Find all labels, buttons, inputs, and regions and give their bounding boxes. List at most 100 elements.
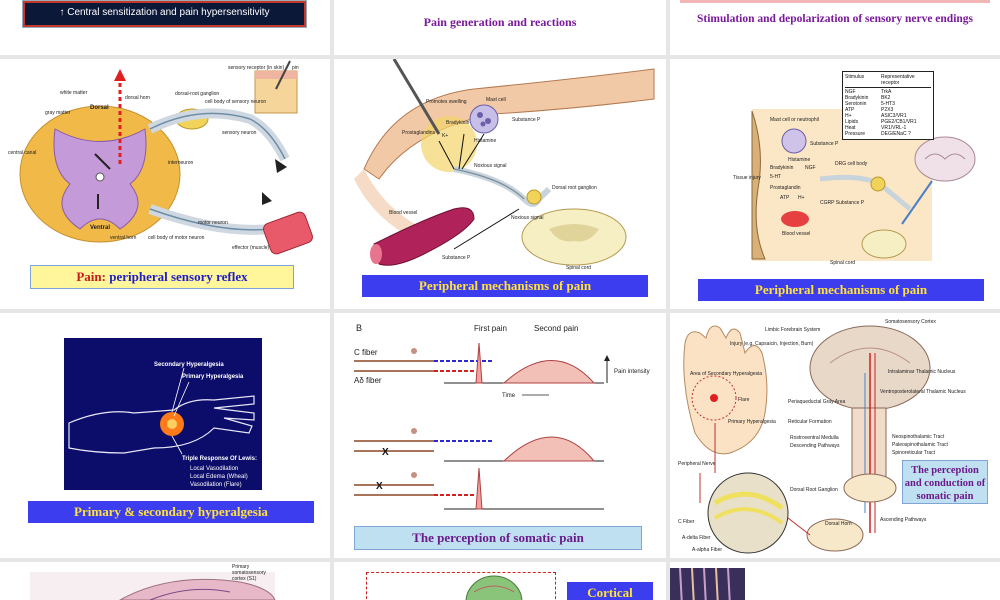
table-row: Pressure DEG/ENaC ? (845, 131, 931, 137)
label-spinal-cord: Spinal cord (566, 265, 591, 271)
label-descending: Descending Pathways (790, 443, 840, 449)
label-primary: Primary Hyperalgesia (728, 419, 776, 425)
cell-stimulus: Lipids (845, 119, 859, 125)
label-prostaglandins: Prostaglandins (402, 130, 436, 136)
label-rostroventral: Rostroventral Medulla (790, 435, 839, 441)
cell-stimulus: Pressure (845, 131, 866, 137)
label-prostaglandin: Prostaglandin (770, 185, 801, 191)
label-c-fiber: C fiber (354, 348, 378, 357)
label-drg-cell-body: DRG cell body (835, 161, 868, 167)
slide-tile-stimulation[interactable]: Stimulation and depolarization of sensor… (670, 0, 1000, 55)
label-substance-p: Substance P (810, 141, 839, 147)
label-cgrp: CGRP Substance P (820, 200, 865, 206)
slide-tile-central-sensitization[interactable]: ↑ Central sensitization and pain hyperse… (0, 0, 330, 55)
label-second-pain: Second pain (534, 324, 578, 333)
slide-tile-pain-generation[interactable]: Pain generation and reactions (334, 0, 666, 55)
label-neospinothalamic: Neospinothalamic Tract (892, 434, 945, 440)
cell-receptor: DEG/ENaC ? (881, 131, 911, 137)
label-periaqueductal: Periaqueductal Gray Area (788, 399, 845, 405)
label-cell-body-motor: cell body of motor neuron (148, 235, 205, 241)
label-substance-p-2: Substance P (442, 255, 471, 261)
label-histamine: Histamine (788, 157, 810, 163)
slide-caption: The perception and conduction of somatic… (902, 460, 988, 504)
label-cell-body-sensory: cell body of sensory neuron (205, 99, 266, 105)
label-spinal-cord: Spinal cord (830, 260, 855, 266)
label-peripheral-nerve: Peripheral Nerve (678, 461, 716, 467)
brain-section (30, 572, 276, 600)
label-s1: Primary somatosensory cortex (S1) (232, 564, 266, 582)
slide-caption: Peripheral mechanisms of pain (362, 275, 648, 297)
slide-caption: The perception of somatic pain (354, 526, 642, 550)
cell-stimulus: Serotonin (845, 101, 867, 107)
label-substance-p: Substance P (512, 117, 541, 123)
slide-caption: Cortical (567, 582, 653, 600)
label-effector: effector (muscle) (232, 245, 269, 251)
slide-caption: Peripheral mechanisms of pain (698, 279, 984, 301)
label-k-plus: K+ (442, 133, 448, 139)
table-row: H+ASIC3/VR1 (845, 113, 931, 119)
hyperalgesia-diagram: Secondary Hyperalgesia Primary Hyperalge… (64, 338, 262, 490)
nerve-fiber-image (670, 568, 745, 600)
label-white-matter: white matter (60, 90, 88, 96)
slide-tile-peripheral-mechanisms-1[interactable]: Promotes swelling Mast cell Bradykinin P… (334, 59, 666, 309)
brain-top (465, 575, 523, 600)
conduction-diagram: Somatosensory Cortex Limbic Forebrain Sy… (678, 319, 966, 554)
cell-stimulus: H+ (845, 113, 852, 119)
label-limbic: Limbic Forebrain System (765, 327, 820, 333)
label-blood-vessel: Blood vessel (782, 231, 810, 237)
slide-tile-somatic-pain[interactable]: B First pain Second pain C fiber Aδ fibe… (334, 313, 666, 558)
label-local-edema: Local Edema (Wheal) (190, 474, 248, 480)
pain-fibers-diagram: B First pain Second pain C fiber Aδ fibe… (354, 323, 650, 510)
label-panel: B (356, 323, 362, 333)
slide-tile-perception-conduction[interactable]: Somatosensory Cortex Limbic Forebrain Sy… (670, 313, 1000, 558)
label-histamine: Histamine (474, 138, 496, 144)
label-ad-fiber: Aδ fiber (354, 376, 382, 385)
banner: ↑ Central sensitization and pain hyperse… (22, 0, 307, 28)
slide-tile-hyperalgesia[interactable]: Secondary Hyperalgesia Primary Hyperalge… (0, 313, 330, 558)
label-noxious-signal: Noxious signal (474, 163, 507, 169)
slide-tile-peripheral-mechanisms-2[interactable]: Mast cell or neutrophil Substance P Hist… (670, 59, 1000, 309)
label-injury: Injury (e.g. Capsaicin, Injection, Burn) (730, 341, 814, 347)
slide-tile-fibers[interactable] (670, 562, 1000, 600)
label-pain-intensity: Pain intensity (614, 369, 650, 375)
label-a-alpha: A-alpha Fiber (692, 547, 722, 553)
cell-receptor: PGE2/CB1/VR1 (881, 119, 917, 125)
label-interneuron: interneuron (168, 160, 194, 166)
label-ngf: NGF (805, 165, 816, 171)
label-ventral-horn: ventral horn (110, 235, 137, 241)
slide-caption: Pain generation and reactions (423, 15, 577, 29)
label-dorsal-horn: dorsal horn (125, 95, 150, 101)
row-c-blocked: X (354, 467, 604, 510)
label-intralaminar: Intralaminar Thalamic Nucleus (888, 369, 956, 375)
spinal-reflex-diagram: white matter gray matter Dorsal dorsal h… (8, 60, 313, 255)
label-vaso-flare: Vasodilation (Flare) (190, 482, 242, 488)
slide-tile-peripheral-reflex[interactable]: white matter gray matter Dorsal dorsal h… (0, 59, 330, 309)
svg-text:X: X (376, 481, 383, 492)
label-atp: ATP (780, 195, 790, 201)
label-a-delta: A-delta Fiber (682, 535, 711, 541)
label-dorsal-horn: Dorsal Horn (825, 521, 852, 527)
dashed-frame (366, 572, 556, 600)
label-promotes-swelling: Promotes swelling (426, 99, 467, 105)
label-primary: Primary Hyperalgesia (182, 374, 244, 380)
label-gray-matter: gray matter (45, 110, 71, 116)
label-mast-cell: Mast cell (486, 97, 506, 103)
slide-tile-cortical[interactable]: Cortical (334, 562, 666, 600)
label-dorsal: Dorsal (90, 105, 109, 111)
label-tissue-injury: Tissue injury (733, 175, 761, 181)
cell-receptor: TrkA (881, 89, 892, 95)
slide-caption: Pain: peripheral sensory reflex (30, 265, 294, 289)
label-blood-vessel: Blood vessel (389, 210, 417, 216)
label-sensory-receptor: sensory receptor (in skin) (228, 65, 284, 71)
label-h-plus: H+ (798, 195, 805, 201)
slide-tile-somatosensory-cortex[interactable]: Primary somatosensory cortex (S1) (0, 562, 330, 600)
label-reticular: Reticular Formation (788, 419, 832, 425)
label-paleospinothalamic: Paleospinothalamic Tract (892, 442, 948, 448)
label-secondary: Secondary Hyperalgesia (154, 362, 224, 368)
label-first-pain: First pain (474, 324, 507, 333)
label-drg: dorsal-root ganglion (175, 91, 219, 97)
